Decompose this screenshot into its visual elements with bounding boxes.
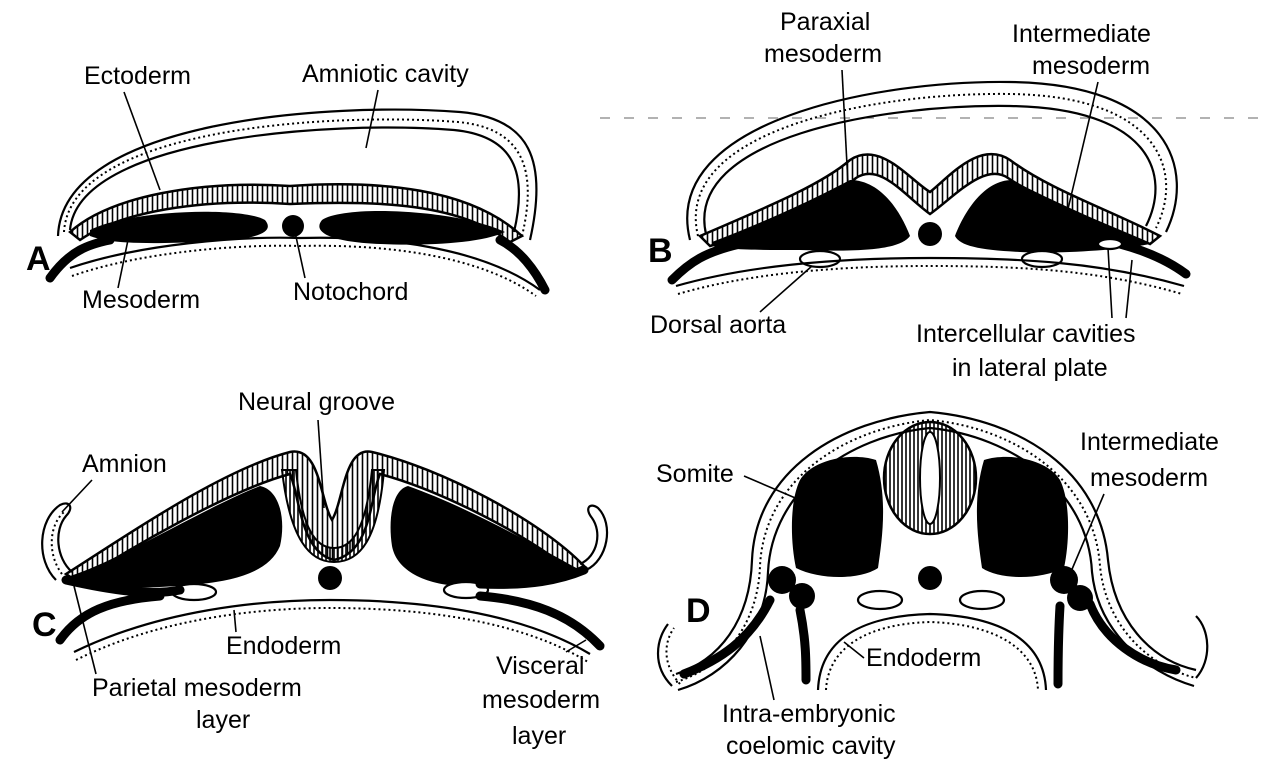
panel-a-amnion bbox=[56, 108, 538, 241]
dorsal-aorta-label: Dorsal aorta bbox=[650, 311, 786, 339]
coelomic-cavity-label-2: coelomic cavity bbox=[726, 732, 896, 760]
panel-b-paraxial-right bbox=[955, 180, 1150, 253]
panel-b-amnion bbox=[686, 80, 1178, 241]
panel-a-mesoderm-right bbox=[319, 210, 505, 245]
panel-a-letter: A bbox=[26, 240, 51, 278]
somite-label: Somite bbox=[656, 460, 734, 488]
panel-b-paraxial-left bbox=[712, 180, 910, 251]
endoderm-leader-c bbox=[233, 609, 237, 633]
coelomic-cavity-label-1: Intra-embryonic bbox=[722, 700, 896, 728]
panel-a-notochord bbox=[282, 215, 304, 237]
panel-b-endoderm bbox=[675, 256, 1185, 288]
somite-leader bbox=[743, 475, 801, 501]
amnion-leader bbox=[61, 479, 93, 513]
panel-c-notochord bbox=[318, 566, 342, 590]
dorsal-aorta-leader bbox=[759, 265, 813, 313]
endoderm-label-d: Endoderm bbox=[866, 644, 981, 672]
panel-c-visceral-layer bbox=[475, 591, 605, 651]
ectoderm-label: Ectoderm bbox=[84, 62, 191, 90]
intermediate-mesoderm-label-d-1: Intermediate bbox=[1080, 428, 1219, 456]
visceral-mesoderm-leader bbox=[565, 639, 587, 653]
visceral-mesoderm-label-3: layer bbox=[512, 722, 566, 750]
endoderm-label-c: Endoderm bbox=[226, 632, 341, 660]
visceral-mesoderm-label-1: Visceral bbox=[496, 652, 584, 680]
panel-d-neural-canal bbox=[919, 431, 941, 525]
panel-a: A Ectoderm Amniotic cavity Mesoderm Noto… bbox=[26, 60, 550, 314]
paraxial-mesoderm-label-1: Paraxial bbox=[780, 8, 870, 36]
endoderm-leader-d bbox=[843, 641, 865, 659]
intermediate-mesoderm-label-b-2: mesoderm bbox=[1032, 52, 1150, 80]
panel-d-ectoderm bbox=[675, 410, 1197, 676]
panel-d-aorta-right bbox=[958, 589, 1006, 611]
panel-d-notochord bbox=[918, 566, 942, 590]
intercellular-cavities-leader bbox=[1107, 247, 1133, 319]
paraxial-mesoderm-label-2: mesoderm bbox=[764, 40, 882, 68]
ectoderm-leader bbox=[123, 91, 161, 191]
mesoderm-label-a: Mesoderm bbox=[82, 286, 200, 314]
paraxial-mesoderm-leader bbox=[841, 69, 849, 185]
notochord-label: Notochord bbox=[293, 278, 408, 306]
intermediate-mesoderm-leader-b bbox=[1063, 81, 1099, 227]
notochord-leader bbox=[294, 231, 306, 279]
panel-a-ectoderm-band bbox=[68, 183, 525, 244]
panel-a-mesoderm-left bbox=[90, 211, 268, 244]
parietal-mesoderm-leader bbox=[73, 585, 97, 675]
panel-b-ectoderm-band bbox=[697, 152, 1163, 248]
coelomic-cavity-leader bbox=[759, 635, 775, 701]
panel-c-parietal-layer bbox=[61, 575, 185, 597]
amnion-label: Amnion bbox=[82, 450, 167, 478]
panel-c: C Neural groove Amnion Endoderm Parietal… bbox=[32, 388, 609, 750]
visceral-mesoderm-label-2: mesoderm bbox=[482, 686, 600, 714]
intercellular-cavities-label-2: in lateral plate bbox=[952, 354, 1108, 382]
panel-b-letter: B bbox=[648, 232, 673, 270]
panel-d-somite-left bbox=[791, 456, 884, 577]
intermediate-mesoderm-leader-d bbox=[1069, 493, 1105, 575]
intermediate-mesoderm-label-b-1: Intermediate bbox=[1012, 20, 1151, 48]
panel-a-endoderm bbox=[69, 236, 541, 291]
panel-d-aorta-left bbox=[856, 589, 904, 611]
panel-c-mesoderm-left bbox=[70, 486, 283, 588]
panel-c-mesoderm-right bbox=[390, 486, 580, 587]
panel-b-dorsal-aorta-left bbox=[798, 249, 842, 269]
panel-b-dorsal-aorta-right bbox=[1020, 249, 1064, 269]
panel-c-amnion-right bbox=[579, 504, 609, 572]
parietal-mesoderm-label-2: layer bbox=[196, 706, 250, 734]
intercellular-cavities-label-1: Intercellular cavities bbox=[916, 320, 1136, 348]
panel-d-endoderm bbox=[816, 612, 1048, 691]
panel-b-notochord bbox=[918, 222, 942, 246]
panel-d-letter: D bbox=[686, 592, 711, 630]
panel-d-somite-right bbox=[976, 456, 1069, 577]
intermediate-mesoderm-label-d-2: mesoderm bbox=[1090, 464, 1208, 492]
amniotic-cavity-label: Amniotic cavity bbox=[302, 60, 469, 88]
panel-b: B Paraxial mesoderm Intermediate mesoder… bbox=[648, 8, 1191, 382]
panel-c-endoderm bbox=[73, 598, 591, 655]
neural-groove-leader bbox=[317, 419, 325, 509]
neural-groove-label: Neural groove bbox=[238, 388, 395, 416]
mesoderm-leader-a bbox=[117, 239, 129, 289]
amniotic-cavity-leader bbox=[365, 89, 379, 149]
panel-d: D Somite Intermediate mesoderm Endoderm … bbox=[656, 410, 1219, 760]
panel-c-letter: C bbox=[32, 606, 57, 644]
parietal-mesoderm-label-1: Parietal mesoderm bbox=[92, 674, 302, 702]
panel-c-amnion-left bbox=[41, 502, 73, 581]
